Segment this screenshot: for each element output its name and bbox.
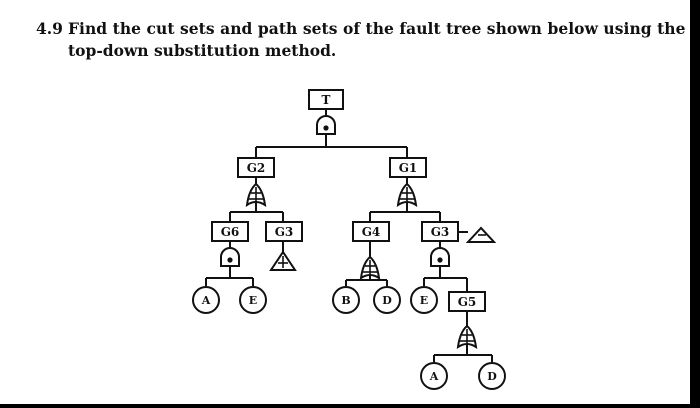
- basic-event-e1-label: E: [249, 294, 257, 307]
- basic-event-a1-label: A: [201, 294, 211, 307]
- problem-number: 4.9: [36, 19, 63, 38]
- g6-event-box: [211, 221, 249, 248]
- problem-text-line-2: top-down substitution method.: [68, 41, 337, 60]
- g1-or-gate: [396, 182, 418, 212]
- basic-event-b-label: B: [341, 294, 350, 307]
- g3-right-label: G3: [431, 225, 450, 239]
- g3-left-transfer-triangle: [269, 250, 297, 271]
- g4-event-box: [352, 221, 390, 257]
- g5-or-gate: [456, 324, 478, 355]
- g6-label: G6: [221, 225, 240, 239]
- g2-label: G2: [247, 161, 266, 175]
- basic-event-d2-circle: [478, 362, 506, 390]
- top-event-box: [308, 89, 344, 118]
- basic-event-a2-circle: [420, 362, 448, 390]
- g4-or-gate: [359, 255, 381, 281]
- g2-or-gate: [245, 182, 267, 212]
- g5-event-box: [448, 291, 486, 326]
- basic-event-a1-circle: [192, 286, 220, 314]
- basic-event-e2-circle: [410, 286, 438, 314]
- basic-event-d1-circle: [373, 286, 401, 314]
- g1-label: G1: [399, 161, 418, 175]
- g5-label: G5: [458, 295, 477, 309]
- g3-right-transfer-triangle: [465, 226, 497, 243]
- g3-left-label: G3: [275, 225, 294, 239]
- g3-left-event-box: [265, 221, 303, 252]
- basic-event-e2-label: E: [420, 294, 428, 307]
- g1-event-box: [389, 157, 427, 184]
- top-event-label: T: [322, 93, 331, 107]
- g6-and-gate: [220, 247, 240, 278]
- top-and-gate: [316, 115, 336, 147]
- g3-right-and-gate: [430, 247, 450, 278]
- g4-label: G4: [362, 225, 381, 239]
- basic-event-b-circle: [332, 286, 360, 314]
- basic-event-e1-circle: [239, 286, 267, 314]
- problem-text-line-1: Find the cut sets and path sets of the f…: [68, 19, 686, 38]
- basic-event-d2-label: D: [487, 370, 497, 383]
- basic-event-d1-label: D: [382, 294, 392, 307]
- basic-event-a2-label: A: [429, 370, 439, 383]
